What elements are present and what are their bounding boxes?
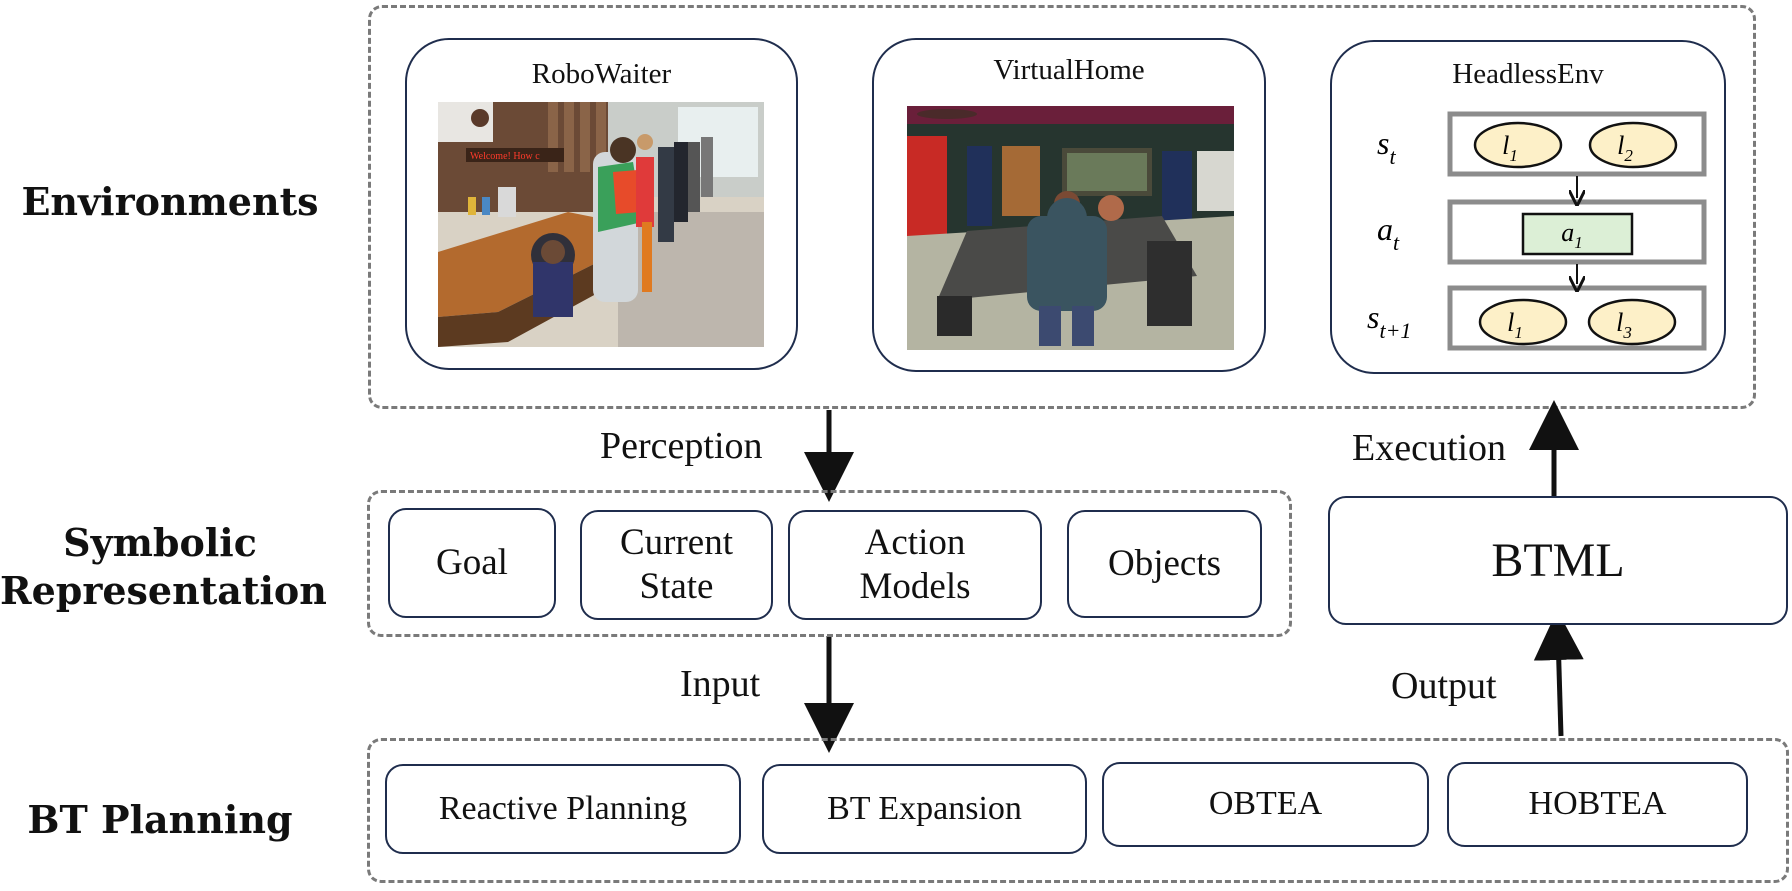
headlessenv-card: HeadlessEnv st at st+1 l1 l2 a1 l1 l3 [1330, 40, 1726, 374]
input-label: Input [680, 663, 761, 705]
headlessenv-title: HeadlessEnv [1452, 58, 1604, 90]
reactive-planning-box: Reactive Planning [385, 764, 741, 854]
environments-container [368, 5, 1756, 409]
svg-text:l1: l1 [1502, 131, 1518, 165]
obtea-box: OBTEA [1102, 762, 1429, 847]
literal-l1-st1 [1478, 298, 1568, 346]
action-models-label-line2: Models [859, 566, 971, 607]
row-label-st1: st+1 [1367, 299, 1411, 343]
svg-text:l2: l2 [1617, 131, 1633, 165]
virtualhome-scene-image [907, 106, 1234, 350]
bt-expansion-label: BT Expansion [827, 789, 1022, 827]
robowaiter-scene-image: Welcome! How c [438, 102, 764, 347]
svg-text:l3: l3 [1616, 308, 1632, 342]
output-arrow [1533, 610, 1584, 737]
symbolic-representation-container [367, 490, 1292, 637]
section-label-symbolic-representation: Symbolic Representation [0, 519, 327, 614]
output-label: Output [1391, 665, 1497, 707]
obtea-label: OBTEA [1208, 785, 1323, 823]
hobtea-box: HOBTEA [1447, 762, 1748, 847]
objects-label: Objects [1107, 542, 1222, 584]
reactive-planning-label: Reactive Planning [438, 789, 688, 827]
objects-box: Objects [1067, 510, 1262, 618]
headlessenv-state-diagram: st at st+1 l1 l2 a1 l1 l3 [1367, 111, 1707, 351]
literal-l3-st1 [1587, 298, 1677, 346]
section-label-symbolic-line2: Representation [0, 567, 327, 613]
btml-label: BTML [1491, 533, 1625, 587]
svg-text:a1: a1 [1561, 218, 1583, 252]
current-state-label-line2: State [639, 566, 714, 607]
section-label-environments: Environments [21, 179, 319, 224]
section-label-bt-planning: BT Planning [27, 797, 293, 842]
action-a1 [1521, 212, 1634, 256]
goal-label: Goal [436, 541, 508, 583]
perception-label: Perception [600, 425, 763, 467]
action-models-box: Action Models [788, 510, 1042, 620]
bt-planning-container [367, 738, 1789, 883]
robowaiter-sign-text: Welcome! How c [470, 151, 540, 162]
current-state-label-line1: Current [619, 521, 734, 563]
hobtea-label: HOBTEA [1528, 785, 1667, 823]
row-label-st: st [1377, 125, 1396, 169]
action-models-label-line1: Action [864, 521, 966, 563]
row-label-at: at [1377, 211, 1400, 255]
robowaiter-card: RoboWaiter Welcome! How c [405, 38, 798, 370]
current-state-box: Current State [580, 510, 773, 620]
goal-box: Goal [388, 508, 556, 618]
section-label-symbolic-line1: Symbolic [63, 520, 257, 565]
literal-l1-st [1473, 121, 1563, 169]
execution-label: Execution [1352, 427, 1507, 469]
svg-text:l1: l1 [1507, 308, 1523, 342]
virtualhome-card: VirtualHome [872, 38, 1266, 372]
bt-expansion-box: BT Expansion [762, 764, 1087, 854]
btml-box: BTML [1328, 496, 1788, 625]
literal-l2-st [1588, 121, 1678, 169]
robowaiter-title: RoboWaiter [531, 58, 672, 90]
virtualhome-title: VirtualHome [993, 54, 1145, 86]
